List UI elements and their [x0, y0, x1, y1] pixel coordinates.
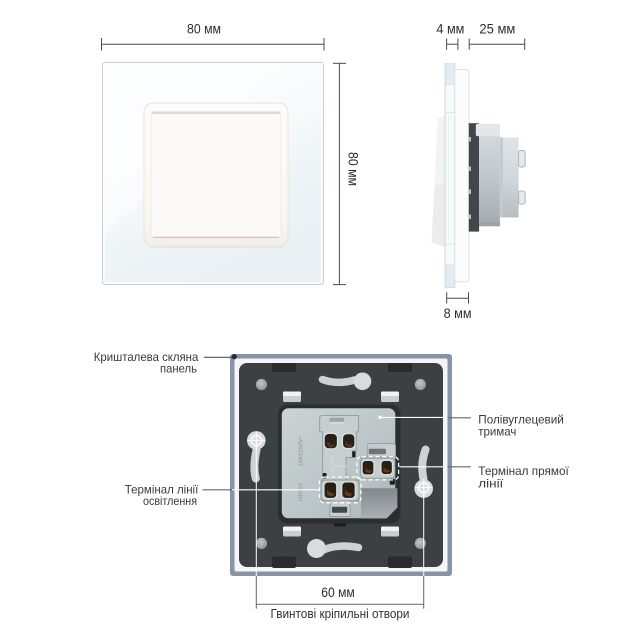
svg-text:Полівуглецевий: Полівуглецевий [478, 413, 564, 427]
svg-text:4 мм: 4 мм [436, 22, 464, 37]
svg-text:Кришталева скляна: Кришталева скляна [94, 350, 199, 364]
svg-text:80 мм: 80 мм [346, 152, 361, 186]
svg-text:10AX250V~: 10AX250V~ [299, 435, 305, 467]
svg-text:панель: панель [160, 361, 197, 375]
svg-text:25 мм: 25 мм [479, 22, 515, 37]
svg-text:освітлення: освітлення [143, 494, 197, 508]
svg-text:80 мм: 80 мм [187, 22, 221, 37]
svg-text:тримач: тримач [478, 425, 516, 439]
svg-text:8 мм: 8 мм [444, 306, 472, 321]
svg-text:Термінал лінії: Термінал лінії [125, 483, 199, 497]
svg-text:Гвинтові кріпильні отвори: Гвинтові кріпильні отвори [271, 607, 410, 621]
svg-text:60 мм: 60 мм [321, 585, 355, 600]
svg-text:лінії: лінії [478, 477, 504, 491]
svg-text:Термінал прямої: Термінал прямої [478, 464, 569, 478]
svg-text:HX003: HX003 [299, 483, 305, 501]
